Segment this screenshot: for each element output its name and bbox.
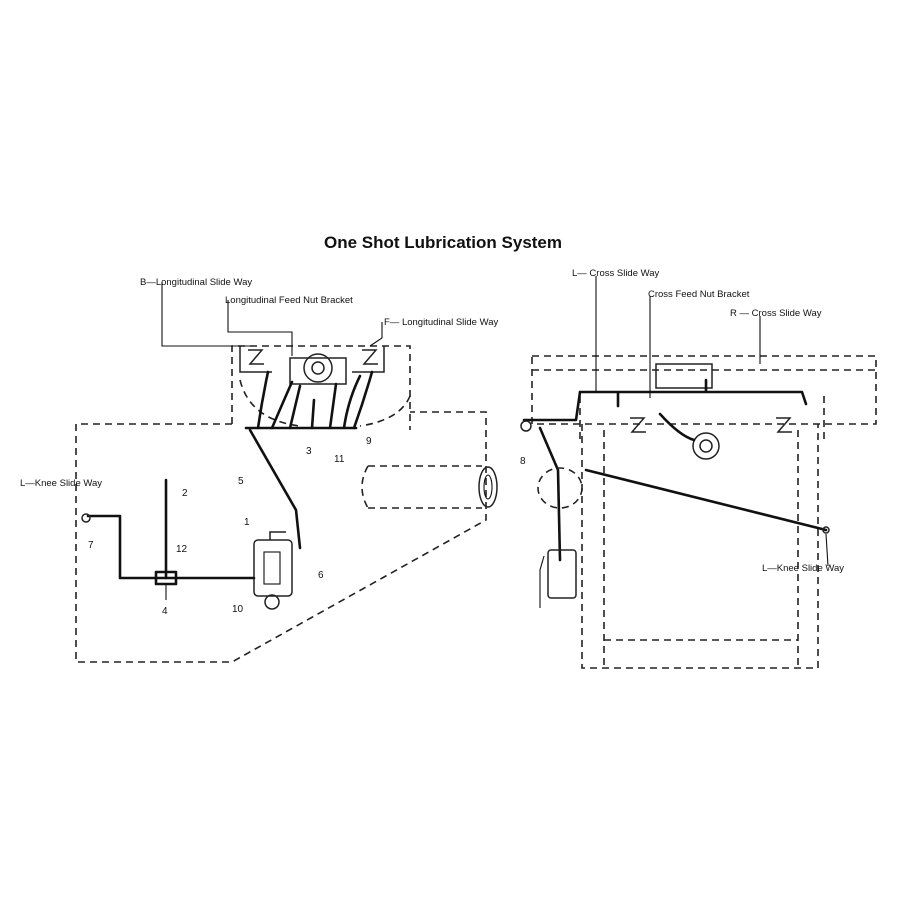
part-number-3: 3 xyxy=(306,446,312,457)
main-line xyxy=(86,514,256,580)
riser-line xyxy=(538,426,562,562)
oil-pump-window xyxy=(263,551,281,585)
slideway-sides xyxy=(239,346,385,373)
r-cross-slideway-z xyxy=(776,417,792,433)
leadscrew-housing xyxy=(361,465,482,509)
knee-crank xyxy=(537,467,583,509)
part-number-4: 4 xyxy=(162,606,168,617)
pump-side-handle xyxy=(539,555,545,608)
cross-feed-screw xyxy=(692,432,720,460)
label-b-longitudinal-slide-way: B—Longitudinal Slide Way xyxy=(140,277,252,288)
knee-slide-point xyxy=(822,526,830,534)
feed-nut-bracket xyxy=(303,353,333,383)
feed-nut-bracket-body xyxy=(289,357,347,385)
right-view: L— Cross Slide Way Cross Feed Nut Bracke… xyxy=(520,268,877,669)
part-number-11: 11 xyxy=(334,454,345,465)
label-l-knee-slide-way-right: L—Knee Slide Way xyxy=(762,563,844,574)
cross-feed-screw-hole xyxy=(699,439,713,453)
diagram-title: One Shot Lubrication System xyxy=(324,233,562,252)
column-outline xyxy=(581,424,819,669)
b-slideway-z xyxy=(248,349,264,365)
distributor-12 xyxy=(154,570,178,586)
oil-point-8 xyxy=(520,420,532,432)
part-number-8: 8 xyxy=(520,456,526,467)
left-view: B—Longitudinal Slide Way Longitudinal Fe… xyxy=(20,277,498,663)
cross-feed-nut-bracket xyxy=(655,363,713,389)
oil-pump xyxy=(253,539,293,597)
part-number-12: 12 xyxy=(176,544,188,555)
label-l-cross-slide-way: L— Cross Slide Way xyxy=(572,268,660,279)
leadscrew-end-inner xyxy=(483,474,493,500)
l-cross-slideway-z xyxy=(630,417,646,433)
table-outline xyxy=(531,355,877,425)
part-number-5: 5 xyxy=(238,476,244,487)
label-l-knee-slide-way-left: L—Knee Slide Way xyxy=(20,478,102,489)
label-cross-feed-nut-bracket: Cross Feed Nut Bracket xyxy=(648,289,750,300)
table-saddle-outline xyxy=(231,345,411,430)
label-f-longitudinal-slide-way: F— Longitudinal Slide Way xyxy=(384,317,498,328)
f-slideway-z xyxy=(362,349,378,365)
part-number-1: 1 xyxy=(244,517,250,528)
part-number-2: 2 xyxy=(182,488,188,499)
oil-pump-side xyxy=(547,549,577,599)
top-distribution-line xyxy=(578,378,808,408)
leadscrew-end xyxy=(478,466,498,508)
saddle-outline xyxy=(579,396,825,440)
knee-inner-outline xyxy=(603,430,799,668)
part-number-9: 9 xyxy=(366,436,372,447)
pump-base xyxy=(264,594,280,610)
label-r-cross-slide-way: R — Cross Slide Way xyxy=(730,308,822,319)
feed-lines xyxy=(256,370,374,430)
knee-slide-line xyxy=(584,468,828,532)
part-number-10: 10 xyxy=(232,604,244,615)
knee-body-outline xyxy=(75,411,487,663)
leader-lines-right xyxy=(595,276,829,567)
line-8-arm xyxy=(522,390,582,422)
line-5 xyxy=(248,428,302,550)
part-number-7: 7 xyxy=(88,540,94,551)
label-longitudinal-feed-nut-bracket: Longitudinal Feed Nut Bracket xyxy=(225,295,353,306)
leader-lines xyxy=(161,282,383,356)
cross-feed-line xyxy=(658,412,696,442)
feed-nut-bracket-hole xyxy=(311,361,325,375)
part-number-6: 6 xyxy=(318,570,324,581)
knee-oil-point xyxy=(81,513,91,523)
pump-handle xyxy=(269,531,286,540)
